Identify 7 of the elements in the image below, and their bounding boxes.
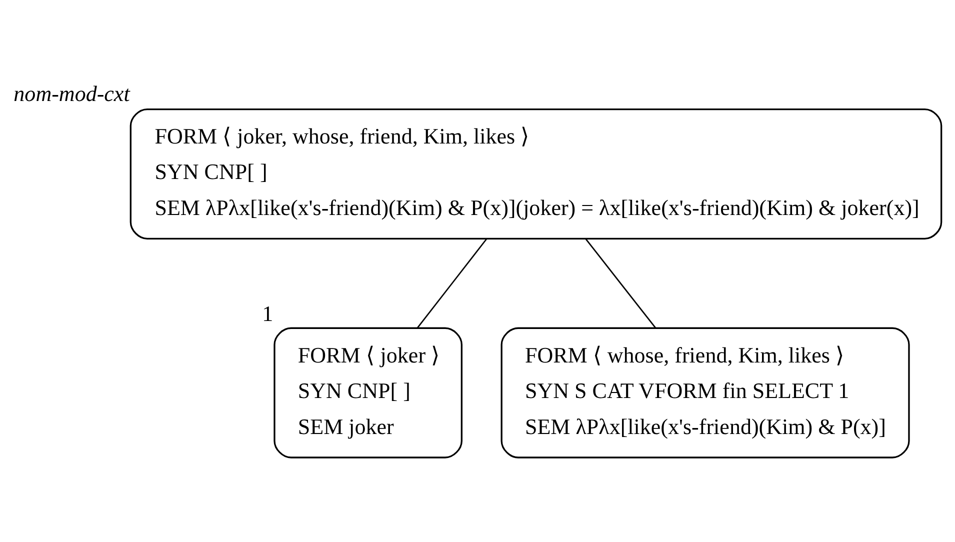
node-box: FORM ⟨ joker, whose, friend, Kim, likes ⟩ SYN CNP[ ] SEM λPλx[like(x's-friend)(Kim) & P(x)](joker) = λx[like(x's-friend)(Kim) & joker(x)] — [130, 108, 942, 240]
connector — [585, 238, 656, 328]
node-box: FORM ⟨ whose, friend, Kim, likes ⟩ SYN S CAT VFORM fin SELECT 1 SEM λPλx[like(x's-friend)(Kim) & P(x)] — [500, 327, 910, 458]
node-label: nom-mod-cxt — [14, 80, 130, 106]
connector — [416, 238, 488, 328]
node-label: 1 — [262, 300, 274, 326]
node-box: FORM ⟨ joker ⟩ SYN CNP[ ] SEM joker — [274, 327, 462, 458]
